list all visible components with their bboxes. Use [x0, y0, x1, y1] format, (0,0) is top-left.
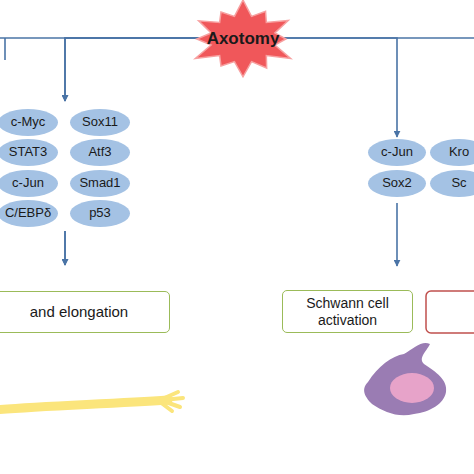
- arrow-connector: [65, 38, 208, 101]
- arrow-connector: [65, 38, 208, 101]
- factor-ellipse: p53: [70, 200, 130, 227]
- event-burst: Axotomy: [188, 0, 298, 78]
- node-label: Schwann cell activation: [283, 295, 412, 327]
- node-label: c-Jun: [381, 145, 413, 160]
- factor-ellipse: c-Jun: [0, 170, 58, 197]
- factor-ellipse: Sox2: [368, 170, 426, 197]
- event-label: Axotomy: [207, 29, 280, 49]
- arrow-connector: [396, 203, 398, 266]
- factor-ellipse: Kro: [430, 139, 474, 166]
- factor-ellipse: Sc: [430, 170, 474, 197]
- node-label: Atf3: [88, 145, 111, 160]
- arrow-connector: [64, 231, 66, 265]
- cut-box: [426, 291, 474, 333]
- node-label: Kro: [449, 145, 469, 160]
- node-label: Sox11: [82, 115, 118, 130]
- node-label: c-Myc: [11, 115, 46, 130]
- schwann-cell-illustration: [364, 343, 446, 415]
- node-label: c-Jun: [12, 176, 44, 191]
- node-label: and elongation: [24, 303, 134, 320]
- branch-tick: [4, 38, 6, 60]
- factor-ellipse: Atf3: [70, 139, 130, 166]
- node-label: Smad1: [79, 176, 120, 191]
- node-label: Sox2: [382, 176, 412, 191]
- outcome-box: and elongation: [0, 291, 170, 333]
- factor-ellipse: c-Jun: [368, 139, 426, 166]
- factor-ellipse: STAT3: [0, 139, 58, 166]
- arrow-connector: [278, 38, 397, 137]
- node-label: C/EBPδ: [5, 206, 51, 221]
- factor-ellipse: Sox11: [70, 109, 130, 136]
- factor-ellipse: C/EBPδ: [0, 200, 58, 227]
- axon-illustration: [0, 392, 183, 411]
- node-label: Sc: [451, 176, 466, 191]
- factor-ellipse: Smad1: [70, 170, 130, 197]
- node-label: p53: [89, 206, 111, 221]
- arrow-connector: [64, 231, 66, 265]
- factor-ellipse: c-Myc: [0, 109, 58, 136]
- outcome-box: Schwann cell activation: [282, 290, 413, 333]
- node-label: STAT3: [9, 145, 48, 160]
